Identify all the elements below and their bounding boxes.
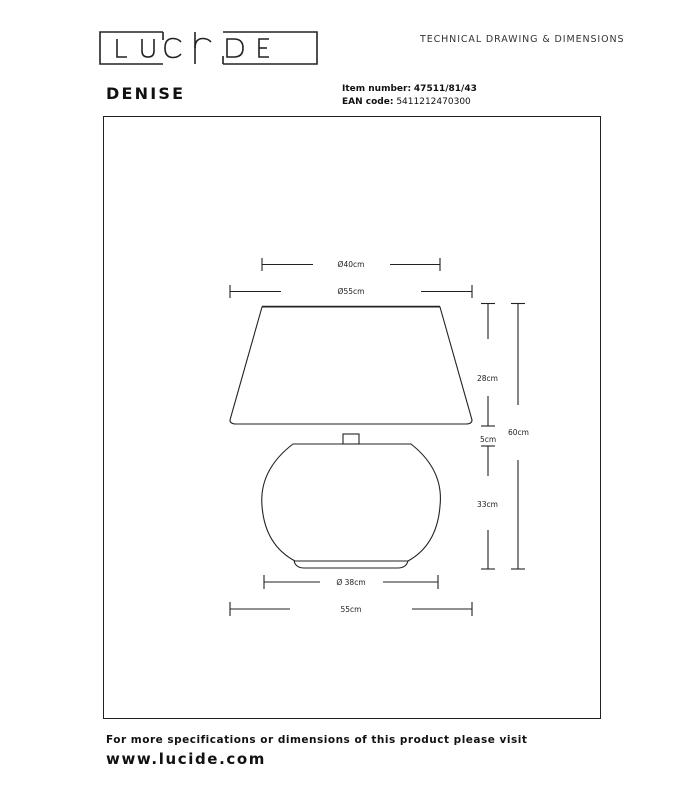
drawing-frame — [103, 116, 601, 719]
lucide-logo — [99, 30, 318, 66]
item-number-row: Item number: 47511/81/43 — [342, 83, 477, 96]
document-type-label: TECHNICAL DRAWING & DIMENSIONS — [420, 34, 625, 45]
item-number-value: 47511/81/43 — [413, 84, 477, 94]
ean-label: EAN code: — [342, 97, 394, 107]
item-info: Item number: 47511/81/43 EAN code: 54112… — [342, 83, 477, 109]
ean-value: 5411212470300 — [396, 97, 471, 107]
item-number-label: Item number: — [342, 84, 412, 94]
lucide-logo-graphic — [99, 31, 318, 65]
ean-row: EAN code: 5411212470300 — [342, 96, 477, 109]
footer-note: For more specifications or dimensions of… — [106, 734, 528, 746]
website-link[interactable]: www.lucide.com — [106, 750, 266, 768]
product-name: DENISE — [106, 84, 186, 103]
